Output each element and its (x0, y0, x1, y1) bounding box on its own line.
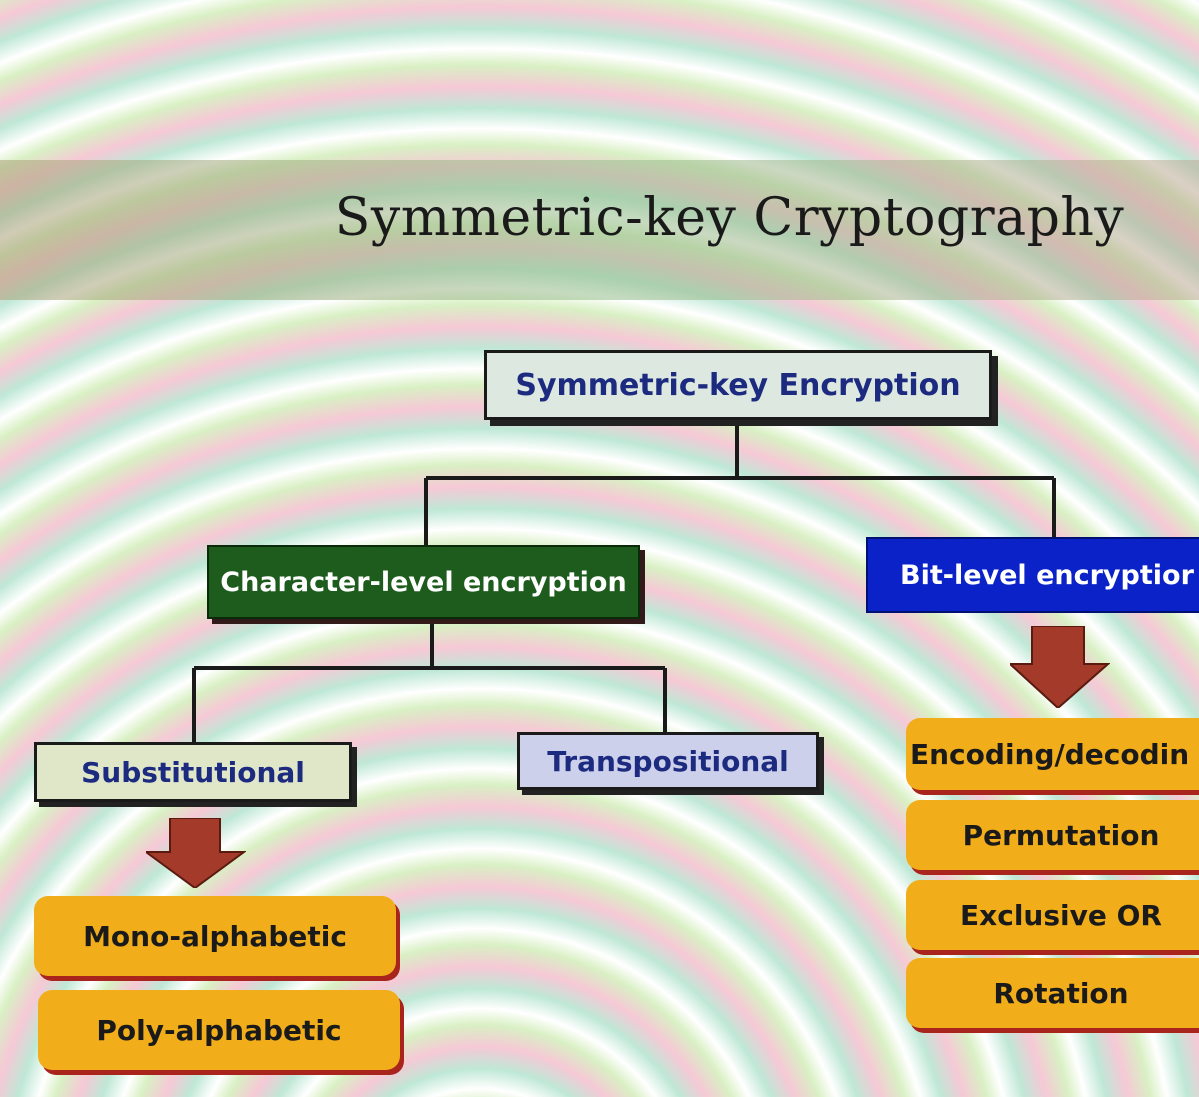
leaf-poly-alphabetic: Poly-alphabetic (38, 990, 400, 1070)
page-title: Symmetric-key Cryptography (334, 188, 1125, 248)
node-substitutional: Substitutional (34, 742, 352, 802)
leaf-encoding-decoding: Encoding/decodin (906, 718, 1199, 790)
leaf-mono-alphabetic: Mono-alphabetic (34, 896, 396, 976)
down-arrow-icon (146, 818, 246, 888)
leaf-permutation: Permutation (906, 800, 1199, 870)
node-character-level-encryption: Character-level encryption (207, 545, 640, 619)
title-bar (0, 160, 1199, 300)
down-arrow-icon (1010, 626, 1110, 708)
node-transpositional: Transpositional (517, 732, 819, 790)
leaf-rotation: Rotation (906, 958, 1199, 1028)
node-bit-level-encryption: Bit-level encryptior (866, 537, 1199, 613)
node-symmetric-key-encryption: Symmetric-key Encryption (484, 350, 992, 420)
leaf-exclusive-or: Exclusive OR (906, 880, 1199, 950)
